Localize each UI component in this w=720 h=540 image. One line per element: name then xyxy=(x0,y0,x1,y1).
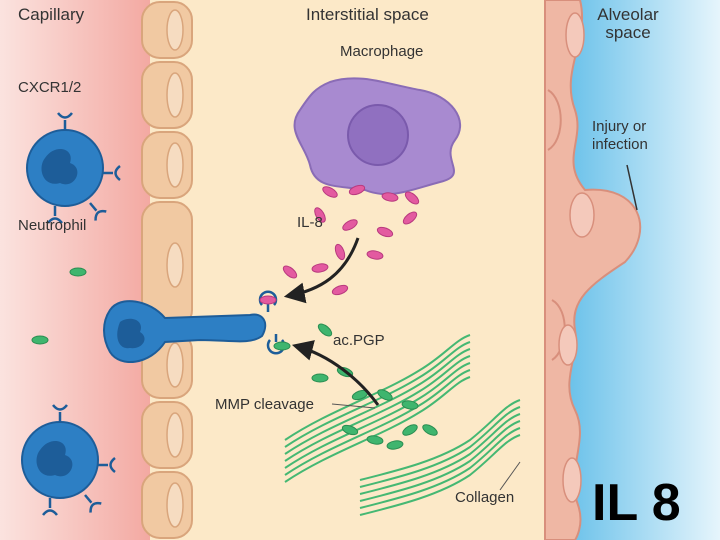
pgp-molecule xyxy=(341,424,359,436)
pgp-molecules xyxy=(31,267,438,450)
pgp-molecule xyxy=(311,373,329,383)
label-acpgp: ac.PGP xyxy=(333,332,385,349)
collagen-leader-line xyxy=(499,461,521,491)
endothelial-cells xyxy=(141,1,193,539)
cxcr-receptor xyxy=(52,404,68,422)
collagen-strand xyxy=(284,376,471,483)
cxcr-receptor xyxy=(89,202,107,221)
collagen-strand xyxy=(284,355,471,462)
label-alveolar-line2: space xyxy=(605,23,651,42)
mmp-leader-line xyxy=(331,403,376,409)
il8-molecule xyxy=(342,219,358,231)
cxcr-receptor xyxy=(84,494,102,513)
il8-molecule xyxy=(348,184,366,196)
cxcr-receptor xyxy=(98,457,116,473)
il8-arrow xyxy=(283,237,360,304)
il8-molecule xyxy=(314,207,326,223)
il8-molecule xyxy=(381,192,399,202)
il8-molecule xyxy=(376,226,394,238)
cxcr-receptor xyxy=(57,112,73,130)
collagen-strand xyxy=(359,434,521,516)
endothelial-nucleus xyxy=(166,72,184,118)
overlay-title: IL 8 xyxy=(592,474,681,532)
pgp-molecule xyxy=(31,335,49,345)
neutrophil-migrating xyxy=(103,290,286,363)
label-capillary: Capillary xyxy=(18,5,85,24)
label-alveolar-space: Alveolar space xyxy=(588,6,668,42)
collagen-strand xyxy=(359,420,521,502)
label-injury-line2: infection xyxy=(592,136,648,153)
cxcr-receptor xyxy=(103,165,121,181)
cxcr-receptor xyxy=(47,206,63,224)
collagen-strand xyxy=(359,406,521,488)
endothelial-nucleus xyxy=(166,9,184,51)
il8-molecule xyxy=(282,265,298,279)
endothelial-nucleus xyxy=(166,242,184,288)
il8-molecule xyxy=(331,284,349,296)
cxcr-receptor xyxy=(42,498,58,516)
pgp-molecule xyxy=(401,400,419,410)
label-il8: IL-8 xyxy=(297,214,323,231)
il8-molecule xyxy=(259,295,277,305)
collagen-strand xyxy=(359,413,521,495)
endothelial-nucleus xyxy=(166,412,184,458)
il8-molecule xyxy=(334,243,346,261)
epithelial-layer xyxy=(544,0,642,540)
label-alveolar-line1: Alveolar xyxy=(597,5,659,24)
collagen-strand xyxy=(284,369,471,476)
collagen-strand xyxy=(284,348,471,455)
label-interstitial-space: Interstitial space xyxy=(306,5,429,24)
il8-molecule xyxy=(322,186,338,198)
collagen-strand xyxy=(359,427,521,509)
il8-molecule xyxy=(366,250,384,260)
collagen-strand xyxy=(284,334,471,441)
collagen-strand xyxy=(359,399,521,481)
label-injury: Injury or infection xyxy=(592,118,648,154)
label-collagen: Collagen xyxy=(455,489,515,506)
pgp-molecule xyxy=(377,389,393,401)
il8-molecule xyxy=(404,191,420,205)
pgp-molecule xyxy=(69,267,87,277)
endothelial-nucleus xyxy=(166,342,184,388)
pgp-molecule xyxy=(273,341,291,351)
pgp-molecule xyxy=(422,424,438,436)
neutrophil-nucleus xyxy=(36,440,73,477)
pgp-molecule xyxy=(402,424,418,436)
label-neutrophil: Neutrophil xyxy=(18,217,87,234)
pgp-molecule xyxy=(317,323,333,337)
pgp-arrow xyxy=(291,340,380,406)
neutrophil-nucleus xyxy=(41,148,78,185)
neutrophil-top xyxy=(26,112,121,224)
endothelial-nucleus xyxy=(166,142,184,188)
macrophage-cell xyxy=(293,77,461,196)
il8-molecules xyxy=(259,184,420,305)
label-mmp-cleavage: MMP cleavage xyxy=(215,396,314,413)
label-cxcr: CXCR1/2 xyxy=(18,79,82,96)
il8-molecule xyxy=(402,211,418,225)
collagen-strand xyxy=(284,341,471,448)
il8-molecule xyxy=(311,263,329,273)
endothelial-nucleus xyxy=(166,482,184,528)
label-injury-line1: Injury or xyxy=(592,118,647,135)
pgp-molecule xyxy=(386,440,404,450)
pgp-molecule xyxy=(366,435,384,445)
collagen-fibers xyxy=(284,334,521,516)
neutrophil-bottom xyxy=(21,404,116,516)
label-macrophage: Macrophage xyxy=(340,43,424,60)
